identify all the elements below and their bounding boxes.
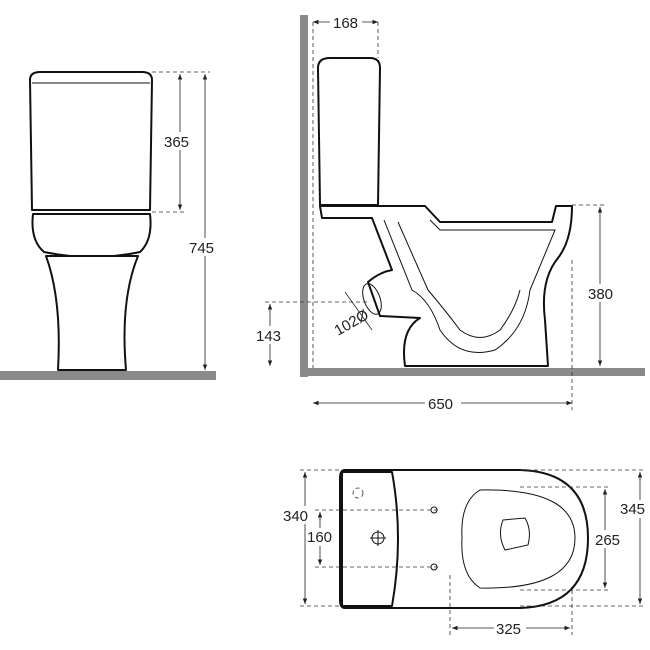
floor-line [0,371,216,380]
drain-hole [499,517,530,551]
dim-label-bowl-width: 345 [620,501,645,518]
cistern-top [341,471,399,607]
bowl-opening [461,489,576,589]
wall-line [300,15,308,377]
dim-label-bowl-length: 325 [496,621,521,638]
floor-line [300,368,645,376]
front-view: 365 745 [0,71,217,380]
dim-label-bowl-inner-width: 265 [595,532,620,549]
bowl-side [319,205,573,367]
toilet-outline-top [339,469,589,609]
cistern-side [317,57,381,206]
dim-label-tank-width: 340 [283,508,308,525]
dim-label-total-height: 745 [189,240,214,257]
top-view: 340 160 265 345 325 [282,469,650,638]
bowl-rim [31,213,152,258]
dim-label-outlet-diameter: 102Ø [332,306,373,339]
dim-label-hole-spacing: 160 [307,529,332,546]
dim-label-bowl-height: 380 [588,286,613,303]
dim-label-tank-depth: 168 [333,15,358,32]
dim-label-tank-height: 365 [164,134,189,151]
pedestal [45,255,139,371]
trapway [383,219,556,353]
dim-label-outlet-height: 143 [256,328,281,345]
cistern [29,71,153,211]
flush-button-icon [352,487,364,499]
side-view: 168 380 143 102Ø 650 [253,14,645,413]
dim-label-total-length: 650 [428,396,453,413]
